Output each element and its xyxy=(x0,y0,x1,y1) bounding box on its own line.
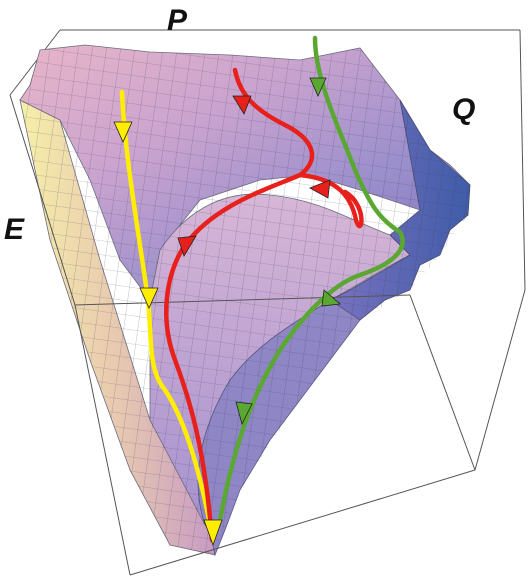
green-trajectory xyxy=(217,35,405,523)
red-trajectory xyxy=(164,67,315,543)
trajectories xyxy=(119,35,405,543)
bounding-box-back xyxy=(9,29,526,291)
axis-label-q: Q xyxy=(452,93,476,126)
axis-label-e: E xyxy=(4,213,25,246)
yellow-arrow-1 xyxy=(113,121,133,143)
red-trajectory-upper-loop xyxy=(297,172,364,229)
red-arrow-2 xyxy=(309,179,331,199)
yellow-trajectory xyxy=(119,89,216,543)
red-arrow-3 xyxy=(177,235,197,257)
green-arrow-2 xyxy=(321,289,341,307)
red-arrow-1 xyxy=(232,95,252,115)
axis-label-p: P xyxy=(167,4,188,37)
green-arrow-1 xyxy=(309,77,327,97)
yellow-arrow-3 xyxy=(203,519,223,547)
yellow-arrow-2 xyxy=(139,287,159,309)
trajectory-arrows xyxy=(113,77,341,547)
bounding-box-front xyxy=(9,94,526,576)
green-arrow-3 xyxy=(235,401,253,426)
